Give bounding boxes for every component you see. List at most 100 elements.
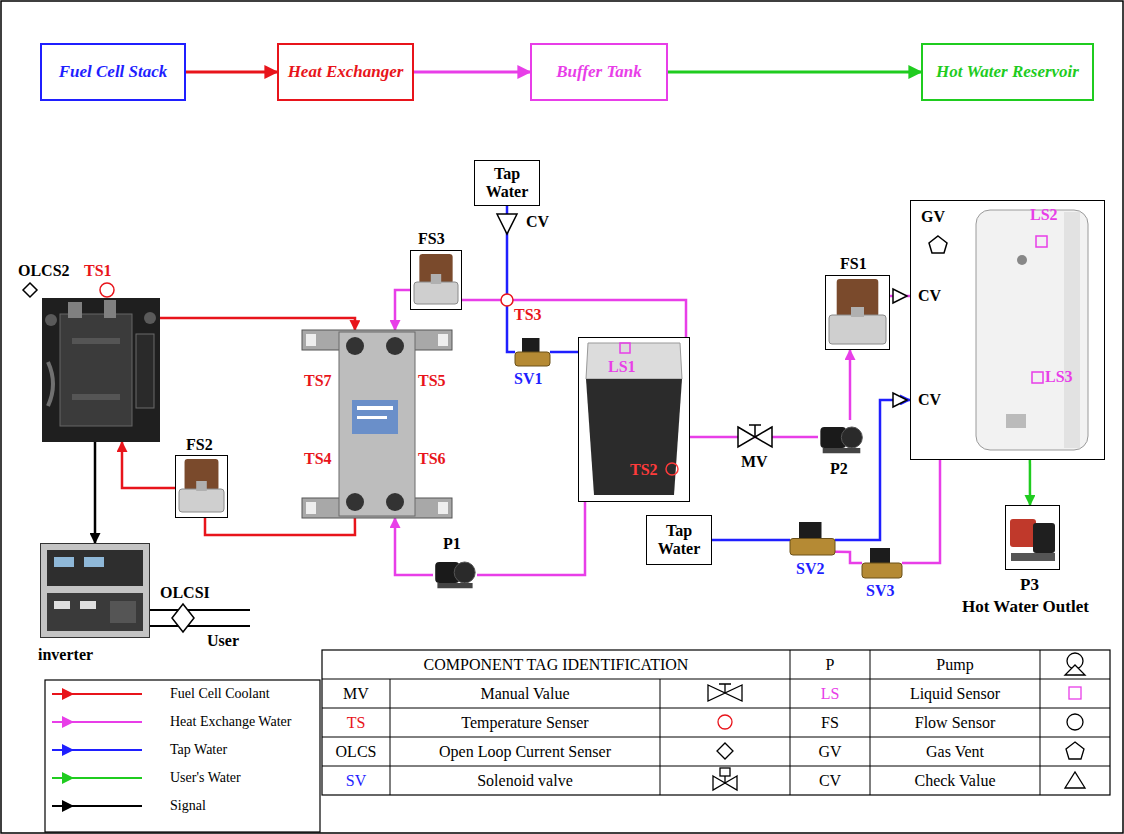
heat-exchanger-drawing (302, 330, 452, 518)
solenoid-valve-drawing (515, 338, 550, 366)
tag-label: LS2 (1030, 206, 1058, 224)
tag-label: TS7 (304, 372, 332, 390)
flow-sensor: FS3 (410, 250, 462, 310)
table-cell: Solenoid valve (390, 766, 660, 795)
table-cell: Open Loop Current Senser (390, 737, 660, 766)
outlet-pump-drawing (1005, 505, 1060, 570)
table-cell: P (790, 650, 870, 679)
pump: P1 (433, 555, 477, 590)
pipe-connector (902, 460, 940, 563)
tag-label: LS1 (608, 358, 636, 376)
inverter-unit-drawing (40, 543, 150, 638)
pipe-connector (462, 300, 686, 337)
buffer-tank: LS1TS2 (578, 337, 690, 502)
pipe-connector (414, 71, 530, 74)
tag-label: MV (741, 453, 768, 471)
tag-label: OLCS2 (18, 262, 70, 280)
table-cell: Pump (870, 650, 1040, 679)
legend-box (45, 680, 320, 832)
box-label: Fuel Cell Stack (59, 62, 168, 82)
box-label: Hot Water Reservoir (936, 62, 1079, 82)
table-cell: CV (790, 766, 870, 795)
tag-label: SV1 (514, 370, 542, 388)
pipe-connector (835, 552, 862, 563)
temperature-sensor-symbol (501, 294, 513, 306)
table-cell: Flow Sensor (870, 708, 1040, 737)
process-box: Buffer Tank (530, 43, 668, 101)
temperature-sensor-symbol (100, 283, 114, 297)
legend-swatch (50, 799, 146, 813)
table-cell: COMPONENT TAG IDENTIFICATION (322, 650, 790, 679)
box-label: Heat Exchanger (288, 62, 404, 82)
flow-sensor-drawing (175, 455, 228, 518)
legend-swatch (50, 687, 146, 701)
tag-label: User (207, 632, 239, 650)
legend-text: Fuel Cell Coolant (170, 685, 270, 703)
legend-text: Tap Water (170, 741, 227, 759)
inverter-unit: inverter (40, 543, 150, 638)
flow-sensor: FS1 (825, 275, 890, 350)
source-box: Tap Water (474, 160, 540, 206)
flow-sensor-drawing (410, 250, 462, 310)
solenoid-valve: SV2 (790, 522, 835, 555)
pipe-connector (395, 518, 433, 575)
table-cell: LS (790, 679, 870, 708)
current-sensor-symbol (23, 283, 37, 297)
legend-text: Signal (170, 797, 206, 815)
pipe-connector (668, 71, 921, 74)
tag-label: P1 (443, 535, 461, 553)
tag-label: OLCSI (160, 584, 210, 602)
legend-text: Heat Exchange Water (170, 713, 291, 731)
tag-label: TS6 (418, 450, 446, 468)
manual-valve-symbol (738, 425, 772, 447)
table-cell: Gas Vent (870, 737, 1040, 766)
table-cell: MV (322, 679, 390, 708)
fuel-cell-stack-drawing (42, 298, 160, 442)
box-label: Tap Water (477, 165, 537, 201)
pipe-connector (205, 518, 355, 535)
pump-drawing (818, 420, 865, 455)
pipe-connector (477, 502, 585, 575)
signal-wires (150, 604, 250, 632)
table-cell: Manual Value (390, 679, 660, 708)
pump: P2 (818, 420, 865, 455)
tag-label: FS3 (418, 230, 445, 248)
tag-label: FS1 (840, 255, 867, 273)
pipe-connector (94, 442, 97, 543)
pump-drawing (433, 555, 477, 590)
pipe-connector (550, 351, 578, 354)
tag-label: SV3 (866, 582, 894, 600)
tag-label: LS3 (1045, 368, 1073, 386)
tag-label: TS3 (514, 306, 542, 324)
legend-swatch (50, 743, 146, 757)
tag-label: GV (921, 208, 945, 226)
heat-exchanger: TS7TS5TS4TS6 (302, 330, 452, 518)
tag-label: P2 (830, 460, 848, 478)
solenoid-valve-drawing (790, 522, 835, 555)
table-cell: TS (322, 708, 390, 737)
flow-sensor: FS2 (175, 455, 228, 518)
table-cell: SV (322, 766, 390, 795)
pipe-connector (712, 539, 790, 542)
table-cell: FS (790, 708, 870, 737)
pipe-connector (160, 318, 355, 330)
hot-water-reservoir: GV LS2LS3 (910, 200, 1105, 460)
tag-label: FS2 (186, 436, 213, 454)
process-box: Fuel Cell Stack (40, 43, 186, 101)
tag-label: TS2 (630, 461, 658, 479)
tag-label: SV2 (796, 560, 824, 578)
table-cell: OLCS (322, 737, 390, 766)
outlet-pump: P3Hot Water Outlet (1005, 505, 1060, 570)
table-cell: Check Value (870, 766, 1040, 795)
tag-label: inverter (38, 646, 93, 664)
hot-water-reservoir-drawing (910, 200, 1105, 460)
tag-label: Hot Water Outlet (962, 598, 1089, 616)
box-label: Buffer Tank (556, 62, 642, 82)
legend-swatch (50, 771, 146, 785)
box-label: Tap Water (649, 522, 709, 558)
tag-label: CV (918, 287, 941, 305)
legend-swatch (50, 715, 146, 729)
tag-label: TS1 (84, 262, 112, 280)
